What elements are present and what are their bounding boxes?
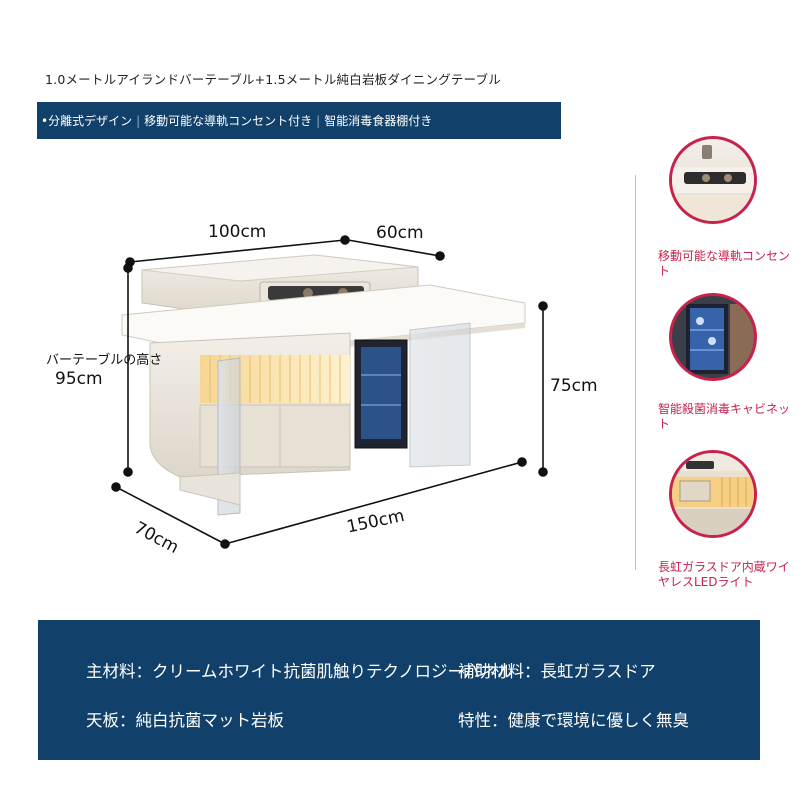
spec-feature: 特性：健康で環境に優しく無臭	[458, 711, 689, 730]
bar-height-value: 95cm	[55, 369, 103, 389]
divider-line	[635, 175, 636, 570]
feature-bar: •分離式デザイン | 移動可能な導軌コンセント付き | 智能消毒食器棚付き	[37, 102, 561, 139]
feature-item-detachable: •分離式デザイン	[41, 114, 133, 128]
glass-door-led-icon	[672, 453, 754, 535]
feature-separator: |	[136, 113, 141, 128]
feature-caption-power-track: 移動可能な導軌コンセント	[658, 249, 791, 278]
spec-panel: 主材料：クリームホワイト抗菌肌触りテクノロジーパネル 補助材料：長虹ガラスドア …	[38, 620, 760, 760]
island-table-illustration	[121, 254, 526, 516]
power-track-icon	[672, 145, 754, 221]
sterilizer-thumbnail	[669, 293, 757, 381]
feature-item-sterilizer: 智能消毒食器棚付き	[324, 114, 433, 128]
bar-height-label: バーテーブルの高さ	[46, 353, 163, 368]
spec-top-board: 天板：純白抗菌マット岩板	[86, 711, 284, 730]
spec-aux-material: 補助材料：長虹ガラスドア	[458, 662, 656, 681]
dimension-width-top: 100cm	[208, 222, 267, 242]
spec-main-material: 主材料：クリームホワイト抗菌肌触りテクノロジーパネル	[86, 662, 514, 681]
dimension-table-height: 75cm	[550, 376, 598, 396]
page-title: 1.0メートルアイランドバーテーブル+1.5メートル純白岩板ダイニングテーブル	[45, 72, 501, 87]
dimension-depth-top: 60cm	[376, 223, 424, 243]
power-track-thumbnail	[669, 136, 757, 224]
feature-caption-sterilizer: 智能殺菌消毒キャビネット	[658, 402, 791, 431]
feature-caption-glass-door: 長虹ガラスドア内蔵ワイヤレスLEDライト	[658, 560, 790, 589]
glass-door-thumbnail	[669, 450, 757, 538]
feature-separator: |	[316, 113, 321, 128]
feature-item-power-track: 移動可能な導軌コンセント付き	[144, 114, 313, 128]
sterilizer-cabinet-icon	[686, 304, 754, 374]
